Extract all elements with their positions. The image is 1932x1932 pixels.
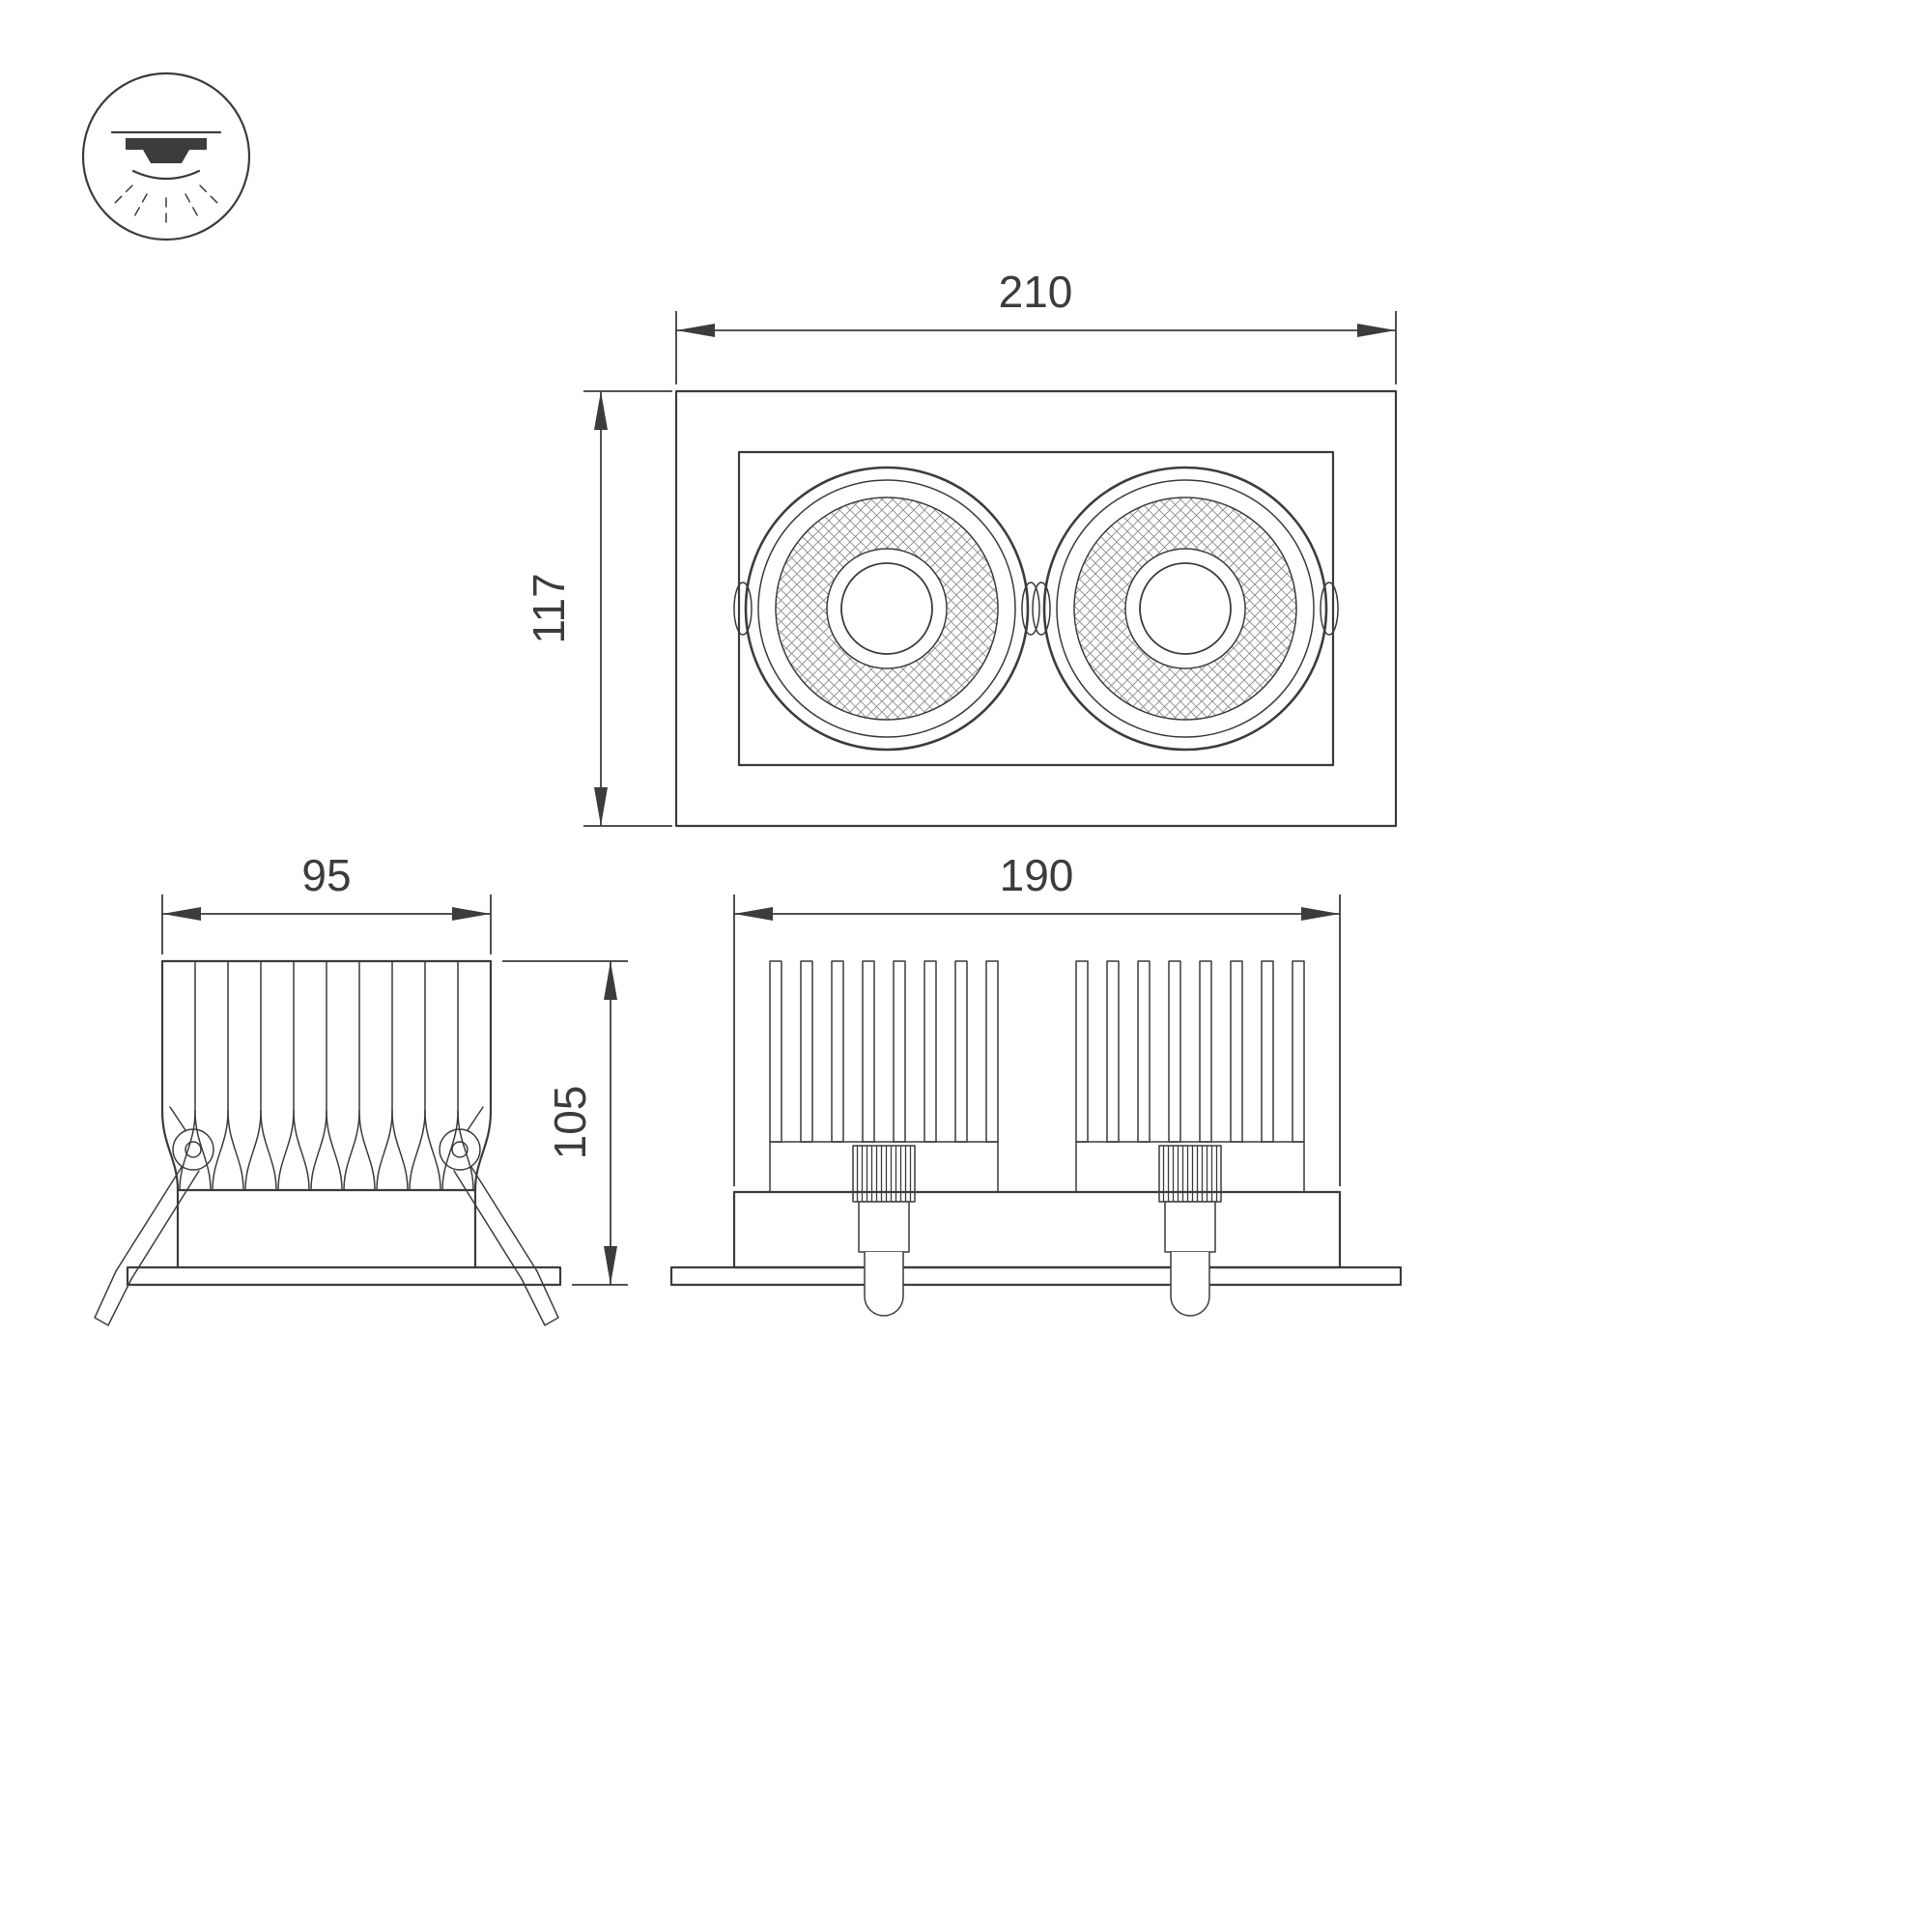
dim-side-height: 105 <box>502 960 628 1286</box>
dim-front-width: 210 <box>675 267 1397 384</box>
outer-frame <box>674 389 1398 828</box>
mounting-clip-left <box>852 1145 916 1317</box>
rear-elevation-view: 190 <box>669 850 1403 1317</box>
front-height-label: 117 <box>524 573 574 643</box>
dim-rear-width: 190 <box>733 850 1341 1186</box>
icon-circle-border <box>81 71 251 242</box>
inner-frame <box>737 450 1335 767</box>
spring-clip-right <box>439 1106 559 1326</box>
housing-body <box>732 1190 1342 1269</box>
trim-flange <box>126 1265 562 1287</box>
light-rays <box>112 185 220 226</box>
spring-clip-left <box>94 1106 214 1326</box>
rear-width-label: 190 <box>1000 850 1074 900</box>
side-height-label: 105 <box>545 1086 595 1160</box>
front-width-label: 210 <box>999 267 1073 317</box>
dim-front-height: 117 <box>524 390 672 827</box>
recessed-downlight-icon <box>81 71 251 242</box>
spotlight-left <box>732 466 1041 752</box>
mounting-clip-right <box>1158 1145 1222 1317</box>
trim-flange <box>669 1265 1403 1287</box>
side-view: 95 105 <box>94 850 628 1326</box>
front-view: 210 117 <box>524 267 1398 828</box>
heatsink-side <box>160 959 493 1192</box>
downlight-body <box>126 138 207 163</box>
housing-side <box>126 1188 562 1287</box>
dim-side-width: 95 <box>161 850 492 954</box>
lens-arc <box>131 169 201 181</box>
side-width-label: 95 <box>301 850 351 900</box>
spotlight-right <box>1031 466 1340 752</box>
